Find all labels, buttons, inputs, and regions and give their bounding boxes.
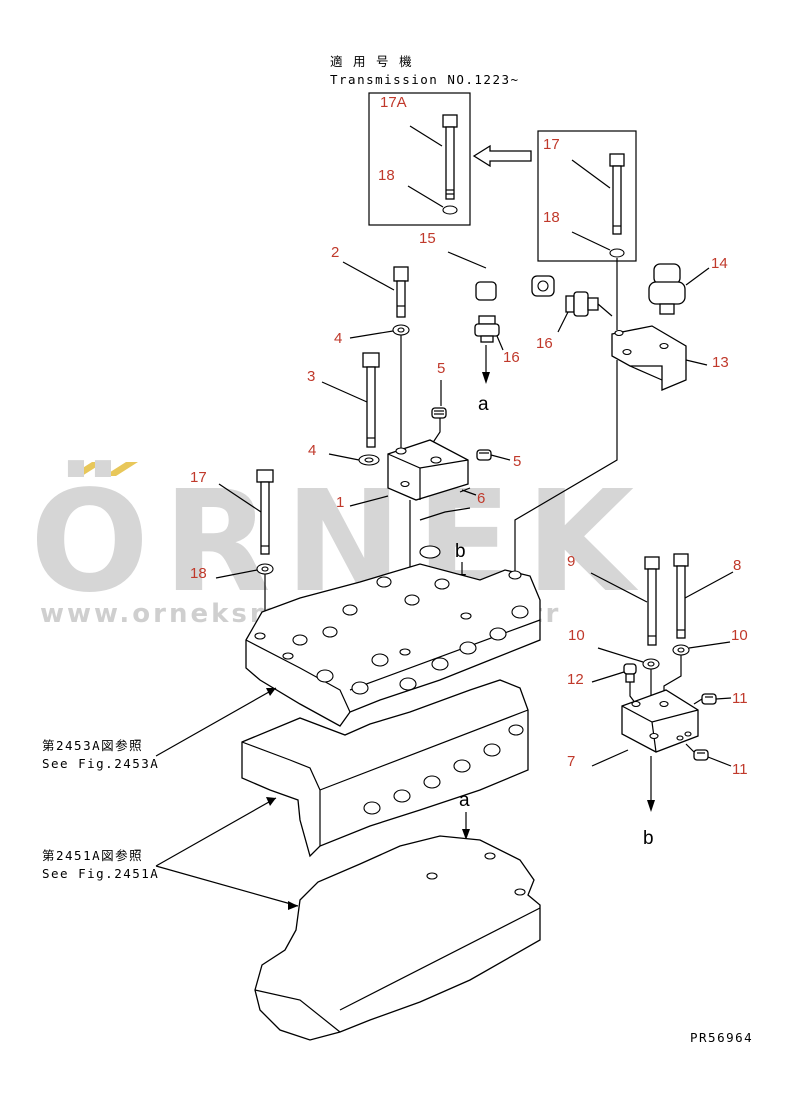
inset-box-new: 17A 18: [368, 92, 471, 226]
callout-10: 10: [731, 627, 748, 644]
callout-7: 7: [567, 753, 575, 770]
part-9-bolt: 9: [567, 553, 660, 646]
flow-label-a-top: a: [478, 394, 489, 415]
part-11-plug-lower: 11: [685, 743, 748, 778]
part-12-plug: 12: [567, 663, 637, 705]
part-3-bolt: 3: [307, 352, 380, 448]
callout-16: 16: [503, 349, 520, 366]
part-16-fitting-right: 16: [536, 291, 613, 352]
part-8-bolt: 8: [673, 553, 741, 639]
separator-plate: [241, 679, 529, 858]
callout-6: 6: [477, 490, 485, 507]
watermark-accent-left: [70, 462, 104, 476]
lower-case: [254, 835, 541, 1041]
part-11-plug-upper: 11: [693, 690, 748, 707]
reference-2451A: 第2451A図参照 See Fig.2451A: [42, 797, 299, 910]
callout-16: 16: [536, 335, 553, 352]
callout-2: 2: [331, 244, 339, 261]
applicability-title-en: Transmission NO.1223~: [330, 72, 520, 87]
reference-2453A-jp: 第2453A図参照: [42, 738, 143, 753]
flow-label-b-top: b: [455, 541, 466, 562]
callout-10: 10: [568, 627, 585, 644]
part-14-switch: 14: [648, 255, 728, 315]
part-5-plug-lower: 5: [476, 449, 521, 470]
callout-13: 13: [712, 354, 729, 371]
callout-15: 15: [419, 230, 436, 247]
reference-2453A: 第2453A図参照 See Fig.2453A: [42, 687, 277, 771]
part-7-valve-block: 7: [567, 689, 699, 770]
callout-11: 11: [732, 690, 748, 707]
main-valve-body: [245, 545, 541, 727]
part-1-valve-block: 1: [336, 439, 469, 650]
applicability-note: 適 用 号 機 Transmission NO.1223~: [330, 54, 520, 87]
callout-14: 14: [711, 255, 728, 272]
drawing-number: PR56964: [690, 1030, 753, 1045]
callout-17A: 17A: [380, 94, 407, 111]
callout-18: 18: [543, 209, 560, 226]
callout-18: 18: [378, 167, 395, 184]
callout-5: 5: [437, 360, 445, 377]
applicability-title-jp: 適 用 号 機: [330, 54, 413, 69]
callout-3: 3: [307, 368, 315, 385]
watermark-accent-right: [104, 462, 138, 476]
callout-1: 1: [336, 494, 344, 511]
part-13-bracket: 13: [514, 258, 729, 572]
callout-5: 5: [513, 453, 521, 470]
flow-label-a-bottom: a: [459, 790, 470, 811]
supersede-arrow: [472, 144, 532, 168]
reference-2451A-jp: 第2451A図参照: [42, 848, 143, 863]
reference-2453A-en: See Fig.2453A: [42, 756, 159, 771]
part-2-bolt: 2: [331, 244, 409, 318]
part-4-washer-lower: 4: [308, 442, 380, 466]
part-16-fitting-left: 16 a: [474, 315, 520, 415]
part-6-oring: 6: [419, 487, 485, 521]
part-15-pipe: 15: [419, 230, 555, 301]
callout-12: 12: [567, 671, 584, 688]
callout-11: 11: [732, 761, 748, 778]
callout-17: 17: [190, 469, 207, 486]
reference-2451A-en: See Fig.2451A: [42, 866, 159, 881]
part-17-bolt-left: 17: [190, 469, 274, 555]
callout-8: 8: [733, 557, 741, 574]
callout-18: 18: [190, 565, 207, 582]
callout-4: 4: [308, 442, 316, 459]
callout-9: 9: [567, 553, 575, 570]
callout-4: 4: [334, 330, 342, 347]
part-5-plug-upper: 5: [431, 360, 447, 445]
part-4-washer-upper: 4: [334, 324, 410, 448]
callout-17: 17: [543, 136, 560, 153]
inset-box-old: 17 18: [537, 130, 637, 262]
flow-arrow-b-bottom: b: [643, 756, 655, 849]
flow-label-b-bottom: b: [643, 828, 654, 849]
